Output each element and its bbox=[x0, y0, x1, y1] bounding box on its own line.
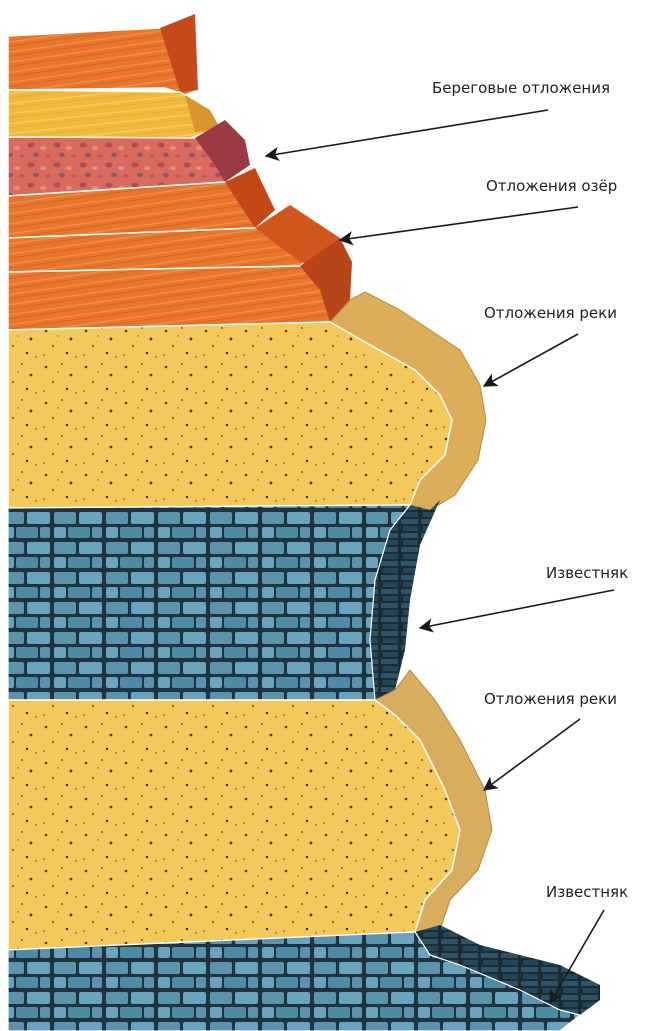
sand-face-lower bbox=[8, 700, 460, 950]
upper-limestone bbox=[8, 500, 440, 700]
arrow-beregovye bbox=[266, 110, 548, 156]
arrow-reki-2 bbox=[484, 719, 580, 790]
arrow-ozer bbox=[340, 207, 578, 240]
arrow-reki-1 bbox=[484, 334, 578, 386]
label-izvestnyak-1: Известняк bbox=[546, 564, 628, 582]
limestone-face-lower bbox=[8, 932, 580, 1031]
limestone-face-upper bbox=[8, 505, 410, 700]
label-reki-2: Отложения реки bbox=[484, 690, 617, 708]
upper-strata bbox=[8, 14, 352, 330]
label-reki-1: Отложения реки bbox=[484, 304, 617, 322]
label-izvestnyak-2: Известняк bbox=[546, 883, 628, 901]
label-beregovye: Береговые отложения bbox=[432, 79, 610, 97]
label-ozer: Отложения озёр bbox=[486, 177, 617, 195]
stratum-orange-4 bbox=[8, 266, 350, 330]
lower-sand bbox=[8, 670, 492, 950]
arrow-izvestnyak-1 bbox=[420, 590, 614, 628]
